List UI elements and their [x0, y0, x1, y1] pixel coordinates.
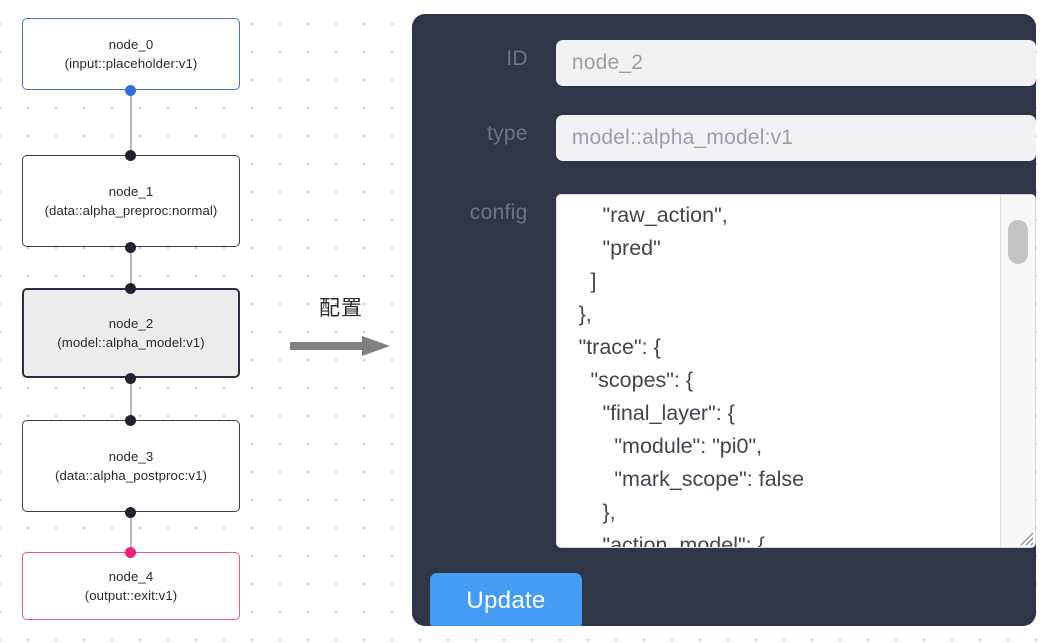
port-node_1-input[interactable]	[125, 150, 136, 161]
edge-node1-node2	[130, 245, 132, 293]
field-row-config: config "raw_action", "pred" ] }, "trace"…	[430, 194, 1036, 548]
graph-node-label: node_0 (input::placeholder:v1)	[64, 37, 198, 71]
graph-node-node_3[interactable]: node_3 (data::alpha_postproc:v1)	[22, 420, 240, 512]
graph-node-node_4[interactable]: node_4 (output::exit:v1)	[22, 552, 240, 620]
port-node_2-output[interactable]	[125, 373, 136, 384]
graph-node-label: node_3 (data::alpha_postproc:v1)	[54, 449, 208, 483]
graph-node-label: node_1 (data::alpha_preproc:normal)	[44, 184, 218, 218]
update-button[interactable]: Update	[430, 573, 582, 626]
port-node_0-output[interactable]	[125, 85, 136, 96]
config-field-label: config	[469, 201, 528, 224]
resize-grip-icon[interactable]	[1016, 528, 1034, 546]
config-textarea[interactable]: "raw_action", "pred" ] }, "trace": { "sc…	[556, 195, 1012, 547]
config-editor[interactable]: "raw_action", "pred" ] }, "trace": { "sc…	[555, 194, 1036, 548]
graph-node-node_1[interactable]: node_1 (data::alpha_preproc:normal)	[22, 155, 240, 247]
id-input[interactable]	[555, 40, 1036, 86]
port-node_3-input[interactable]	[125, 415, 136, 426]
config-scrollbar-thumb[interactable]	[1008, 220, 1028, 264]
config-scrollbar[interactable]	[1000, 195, 1035, 547]
edge-node2-node3	[130, 376, 132, 424]
edge-node0-node1	[130, 88, 132, 160]
graph-node-node_0[interactable]: node_0 (input::placeholder:v1)	[22, 18, 240, 90]
graph-node-label: node_2 (model::alpha_model:v1)	[57, 316, 205, 350]
type-field-label: type	[486, 122, 528, 145]
port-node_3-output[interactable]	[125, 507, 136, 518]
id-field-label: ID	[506, 47, 528, 70]
field-row-id: ID	[430, 40, 1036, 86]
field-row-type: type	[430, 115, 1036, 161]
edge-node3-node4	[130, 510, 132, 556]
port-node_2-input[interactable]	[125, 283, 136, 294]
graph-node-node_2[interactable]: node_2 (model::alpha_model:v1)	[22, 288, 240, 378]
annotation: 配置	[286, 296, 396, 356]
port-node_1-output[interactable]	[125, 242, 136, 253]
node-config-panel: ID type config "raw_action", "pred" ] },…	[412, 14, 1036, 626]
right-arrow-icon	[290, 336, 390, 356]
port-node_4-input[interactable]	[125, 547, 136, 558]
annotation-label: 配置	[319, 297, 363, 320]
type-input[interactable]	[555, 115, 1036, 161]
graph-node-label: node_4 (output::exit:v1)	[84, 569, 178, 603]
